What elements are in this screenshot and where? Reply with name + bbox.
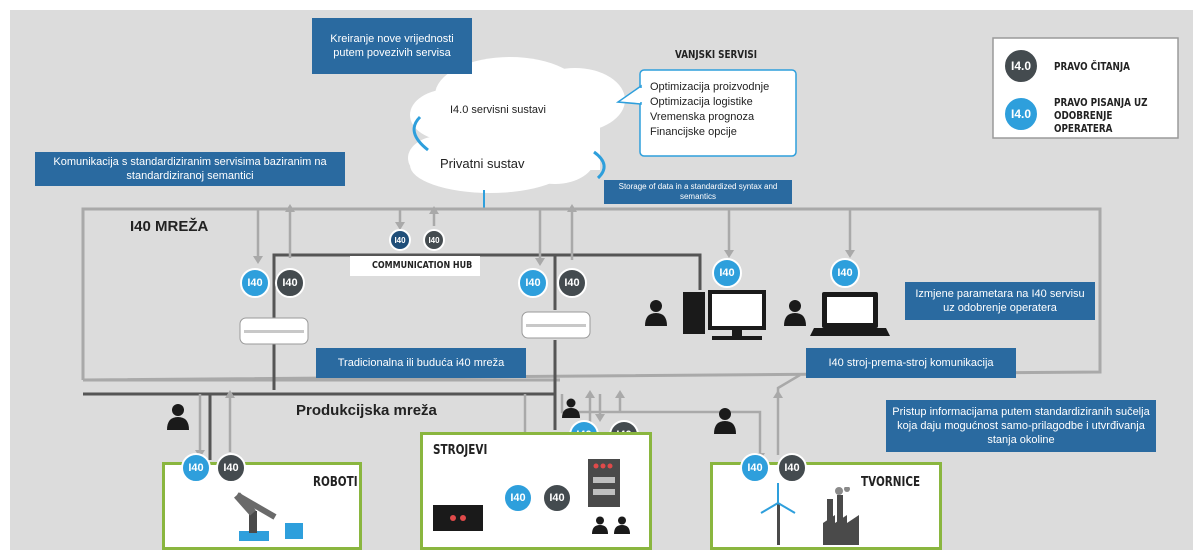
robot-arm-icon	[234, 492, 303, 541]
i40-badge-write: I40	[518, 268, 548, 298]
factory-icon	[823, 487, 859, 545]
external-service-item: Optimizacija logistike	[650, 96, 753, 108]
callout-parameter-changes: Izmjene parametara na I40 servisu uz odo…	[905, 282, 1095, 320]
legend-read-badge: I4.0	[1003, 48, 1039, 84]
external-services-title: VANJSKI SERVISI	[675, 48, 757, 61]
machine-cabinet-icon	[588, 459, 620, 507]
i40-badge-write: I40	[240, 268, 270, 298]
callout-traditional-network: Tradicionalna ili buduća i40 mreža	[316, 348, 526, 378]
cloud-private-system-label: Privatni sustav	[440, 156, 525, 171]
external-services-bubble	[615, 69, 797, 157]
external-services-list: Optimizacija proizvodnje Optimizacija lo…	[650, 80, 769, 140]
external-service-item: Optimizacija proizvodnje	[650, 81, 770, 93]
laptop-icon	[810, 292, 890, 336]
router-center	[521, 311, 591, 339]
person-icon	[614, 516, 630, 534]
person-icon	[645, 300, 667, 326]
person-icon	[714, 408, 736, 434]
i40-network-label: I40 MREŽA	[130, 218, 209, 235]
group-robots-title: ROBOTI	[313, 475, 358, 490]
production-network-label: Produkcijska mreža	[296, 402, 437, 419]
communication-hub-label: COMMUNICATION HUB	[372, 260, 473, 271]
wind-turbine-icon	[760, 483, 796, 545]
external-service-item: Financijske opcije	[650, 126, 737, 138]
i40-badge-read: I40	[542, 483, 572, 513]
callout-value-creation: Kreiranje nove vrijednosti putem poveziv…	[312, 18, 472, 74]
i40-badge-read: I40	[216, 453, 246, 483]
communication-hub-box: COMMUNICATION HUB	[350, 256, 480, 276]
cloud-swirl-arrow-right	[593, 150, 606, 180]
person-icon	[167, 404, 189, 430]
i40-badge-read: I40	[275, 268, 305, 298]
hub-badge-read: I40	[423, 229, 445, 251]
i40-badge-write: I40	[181, 453, 211, 483]
group-machines-title: STROJEVI	[433, 443, 488, 458]
i40-badge-write: I40	[830, 258, 860, 288]
callout-info-access: Pristup informacijama putem standardizir…	[886, 400, 1156, 452]
desktop-computer-icon	[683, 290, 766, 340]
external-service-item: Vremenska prognoza	[650, 111, 755, 123]
group-factories: TVORNICE	[710, 462, 942, 550]
person-icon	[592, 516, 608, 534]
legend-write-badge: I4.0	[1003, 96, 1039, 132]
i40-badge-write: I40	[712, 258, 742, 288]
cloud-swirl-arrow-left	[412, 115, 429, 152]
group-factories-title: TVORNICE	[861, 475, 921, 490]
cloud-shape	[408, 57, 625, 193]
i40-badge-read: I40	[557, 268, 587, 298]
person-icon	[784, 300, 806, 326]
machine-panel-icon	[433, 505, 483, 531]
legend-read-label: PRAVO ČITANJA	[1054, 60, 1130, 73]
router-left	[239, 317, 309, 345]
person-icon	[562, 398, 580, 418]
group-machines: STROJEVI	[420, 432, 652, 550]
hub-badge-write: I40	[389, 229, 411, 251]
cloud-service-systems-label: I4.0 servisni sustavi	[450, 104, 546, 116]
callout-storage: Storage of data in a standardized syntax…	[604, 180, 792, 204]
i40-network-lines	[81, 207, 1102, 382]
callout-standard-communication: Komunikacija s standardiziranim servisim…	[35, 152, 345, 186]
i40-badge-read: I40	[777, 453, 807, 483]
legend-write-label: PRAVO PISANJA UZ ODOBRENJE OPERATERA	[1054, 96, 1148, 135]
i40-badge-write: I40	[503, 483, 533, 513]
i40-badge-write: I40	[740, 453, 770, 483]
callout-m2m: I40 stroj-prema-stroj komunikacija	[806, 348, 1016, 378]
